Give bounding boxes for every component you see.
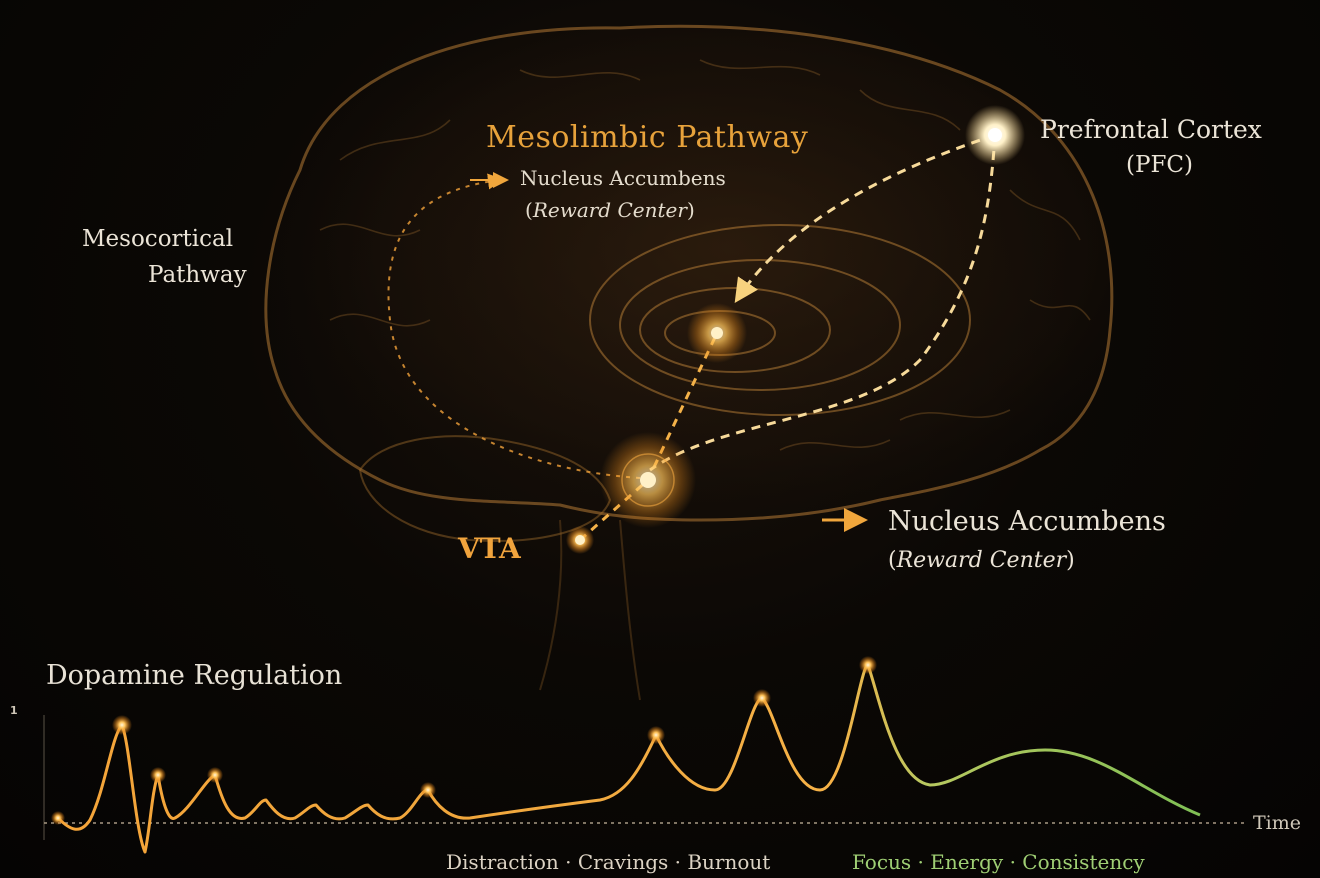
pfc-to-nac-path — [734, 133, 996, 303]
y-axis-tick: 1 — [10, 704, 18, 717]
peak-2 — [150, 767, 166, 783]
mesocortical-line1: Mesocortical — [82, 226, 234, 252]
nac-node — [711, 327, 723, 339]
nac-bottom-label: Nucleus Accumbens — [888, 506, 1166, 537]
peak-5 — [647, 726, 665, 744]
vta-node — [640, 472, 656, 488]
brain-illustration — [264, 24, 1114, 701]
peak-4 — [420, 782, 436, 798]
vta-ring — [621, 453, 675, 507]
vta-label: VTA — [458, 532, 521, 565]
dopamine-chart — [43, 656, 1245, 854]
brain-outline — [264, 24, 1114, 522]
dopamine-title: Dopamine Regulation — [46, 660, 343, 691]
peak-3 — [207, 767, 223, 783]
brain-folds — [319, 59, 1091, 451]
nodes — [566, 105, 1025, 554]
brainstem-outline — [539, 519, 641, 701]
peak-7 — [859, 656, 877, 674]
dopamine-wave — [56, 663, 1201, 854]
nac-top-sub: (Reward Center) — [525, 198, 695, 222]
pfc-line2: (PFC) — [1126, 152, 1193, 178]
pathways — [387, 133, 997, 542]
peak-6 — [753, 689, 771, 707]
mesolimbic-title: Mesolimbic Pathway — [486, 120, 809, 155]
nac-top-sub-text: Reward Center — [532, 198, 687, 222]
time-axis-label: Time — [1253, 812, 1302, 834]
peak-1 — [112, 715, 132, 735]
start-point — [51, 811, 65, 825]
stable-states: Focus · Energy · Consistency — [852, 850, 1145, 874]
mesocortical-arc — [387, 173, 641, 479]
limbic-rings — [589, 224, 971, 416]
nac-top-label: Nucleus Accumbens — [520, 166, 726, 190]
unstable-states: Distraction · Cravings · Burnout — [446, 850, 771, 874]
pfc-to-vta-path — [649, 134, 997, 472]
nac-bottom-sub: (Reward Center) — [888, 548, 1075, 573]
vta-source-node — [575, 535, 585, 545]
pfc-line1: Prefrontal Cortex — [1040, 115, 1262, 144]
wave-peaks — [51, 656, 877, 825]
mesocortical-line2: Pathway — [148, 262, 247, 288]
pfc-node — [988, 128, 1002, 142]
nac-bottom-sub-text: Reward Center — [896, 548, 1067, 573]
